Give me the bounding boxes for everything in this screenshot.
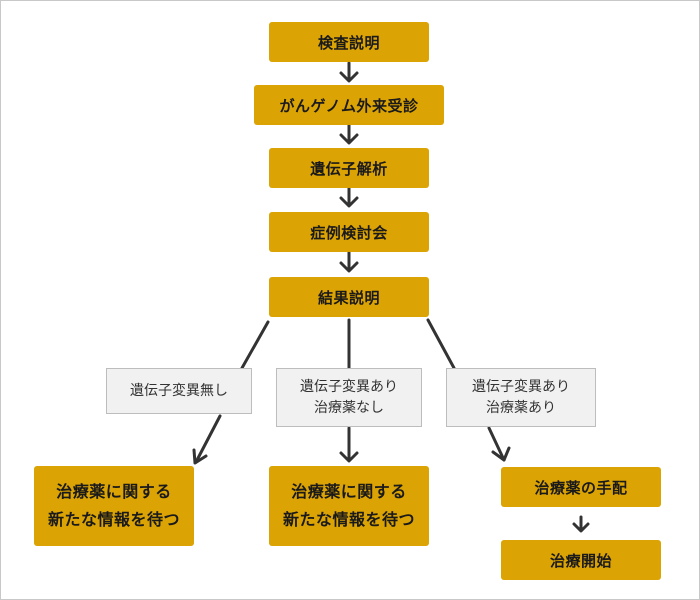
step-label: 症例検討会: [310, 223, 388, 242]
arrowhead: [339, 196, 359, 208]
branch-label: 遺伝子変異無し: [130, 382, 228, 399]
arrowhead: [339, 133, 359, 145]
arrowhead: [339, 71, 359, 83]
step-exam-explanation: 検査説明: [269, 22, 429, 62]
step-label: 遺伝子解析: [310, 159, 388, 178]
branch-label: 遺伝子変異あり 治療薬なし: [300, 378, 398, 416]
outcome-wait-new-info-center: 治療薬に関する 新たな情報を待つ: [269, 466, 429, 546]
outcome-label: 治療開始: [549, 551, 612, 570]
outcome-label: 治療薬に関する 新たな情報を待つ: [47, 482, 180, 529]
branch-mutation-no-drug: 遺伝子変異あり 治療薬なし: [276, 368, 422, 427]
step-label: 結果説明: [317, 288, 380, 307]
branch-line-right: [426, 318, 456, 370]
arrowhead: [339, 261, 359, 273]
outcome-start-treatment: 治療開始: [501, 540, 661, 580]
branch-label: 遺伝子変異あり 治療薬あり: [472, 378, 570, 416]
step-genome-outpatient: がんゲノム外来受診: [254, 85, 444, 125]
arrowhead: [491, 446, 511, 462]
step-gene-analysis: 遺伝子解析: [269, 148, 429, 188]
outcome-wait-new-info-left: 治療薬に関する 新たな情報を待つ: [34, 466, 194, 546]
step-case-conference: 症例検討会: [269, 212, 429, 252]
arrowhead: [572, 522, 590, 533]
arrowhead: [192, 448, 208, 465]
branch-no-mutation: 遺伝子変異無し: [106, 368, 252, 414]
arrowhead: [339, 451, 359, 463]
step-label: がんゲノム外来受診: [279, 96, 419, 115]
outcome-label: 治療薬に関する 新たな情報を待つ: [282, 482, 415, 529]
outcome-label: 治療薬の手配: [534, 478, 628, 497]
branch-line-right-lower: [487, 426, 506, 462]
step-result-explanation: 結果説明: [269, 277, 429, 317]
branch-mutation-with-drug: 遺伝子変異あり 治療薬あり: [446, 368, 596, 427]
branch-line-left: [240, 320, 270, 370]
step-label: 検査説明: [317, 33, 380, 52]
branch-line-left-lower: [194, 414, 222, 464]
outcome-arrange-drug: 治療薬の手配: [501, 467, 661, 507]
